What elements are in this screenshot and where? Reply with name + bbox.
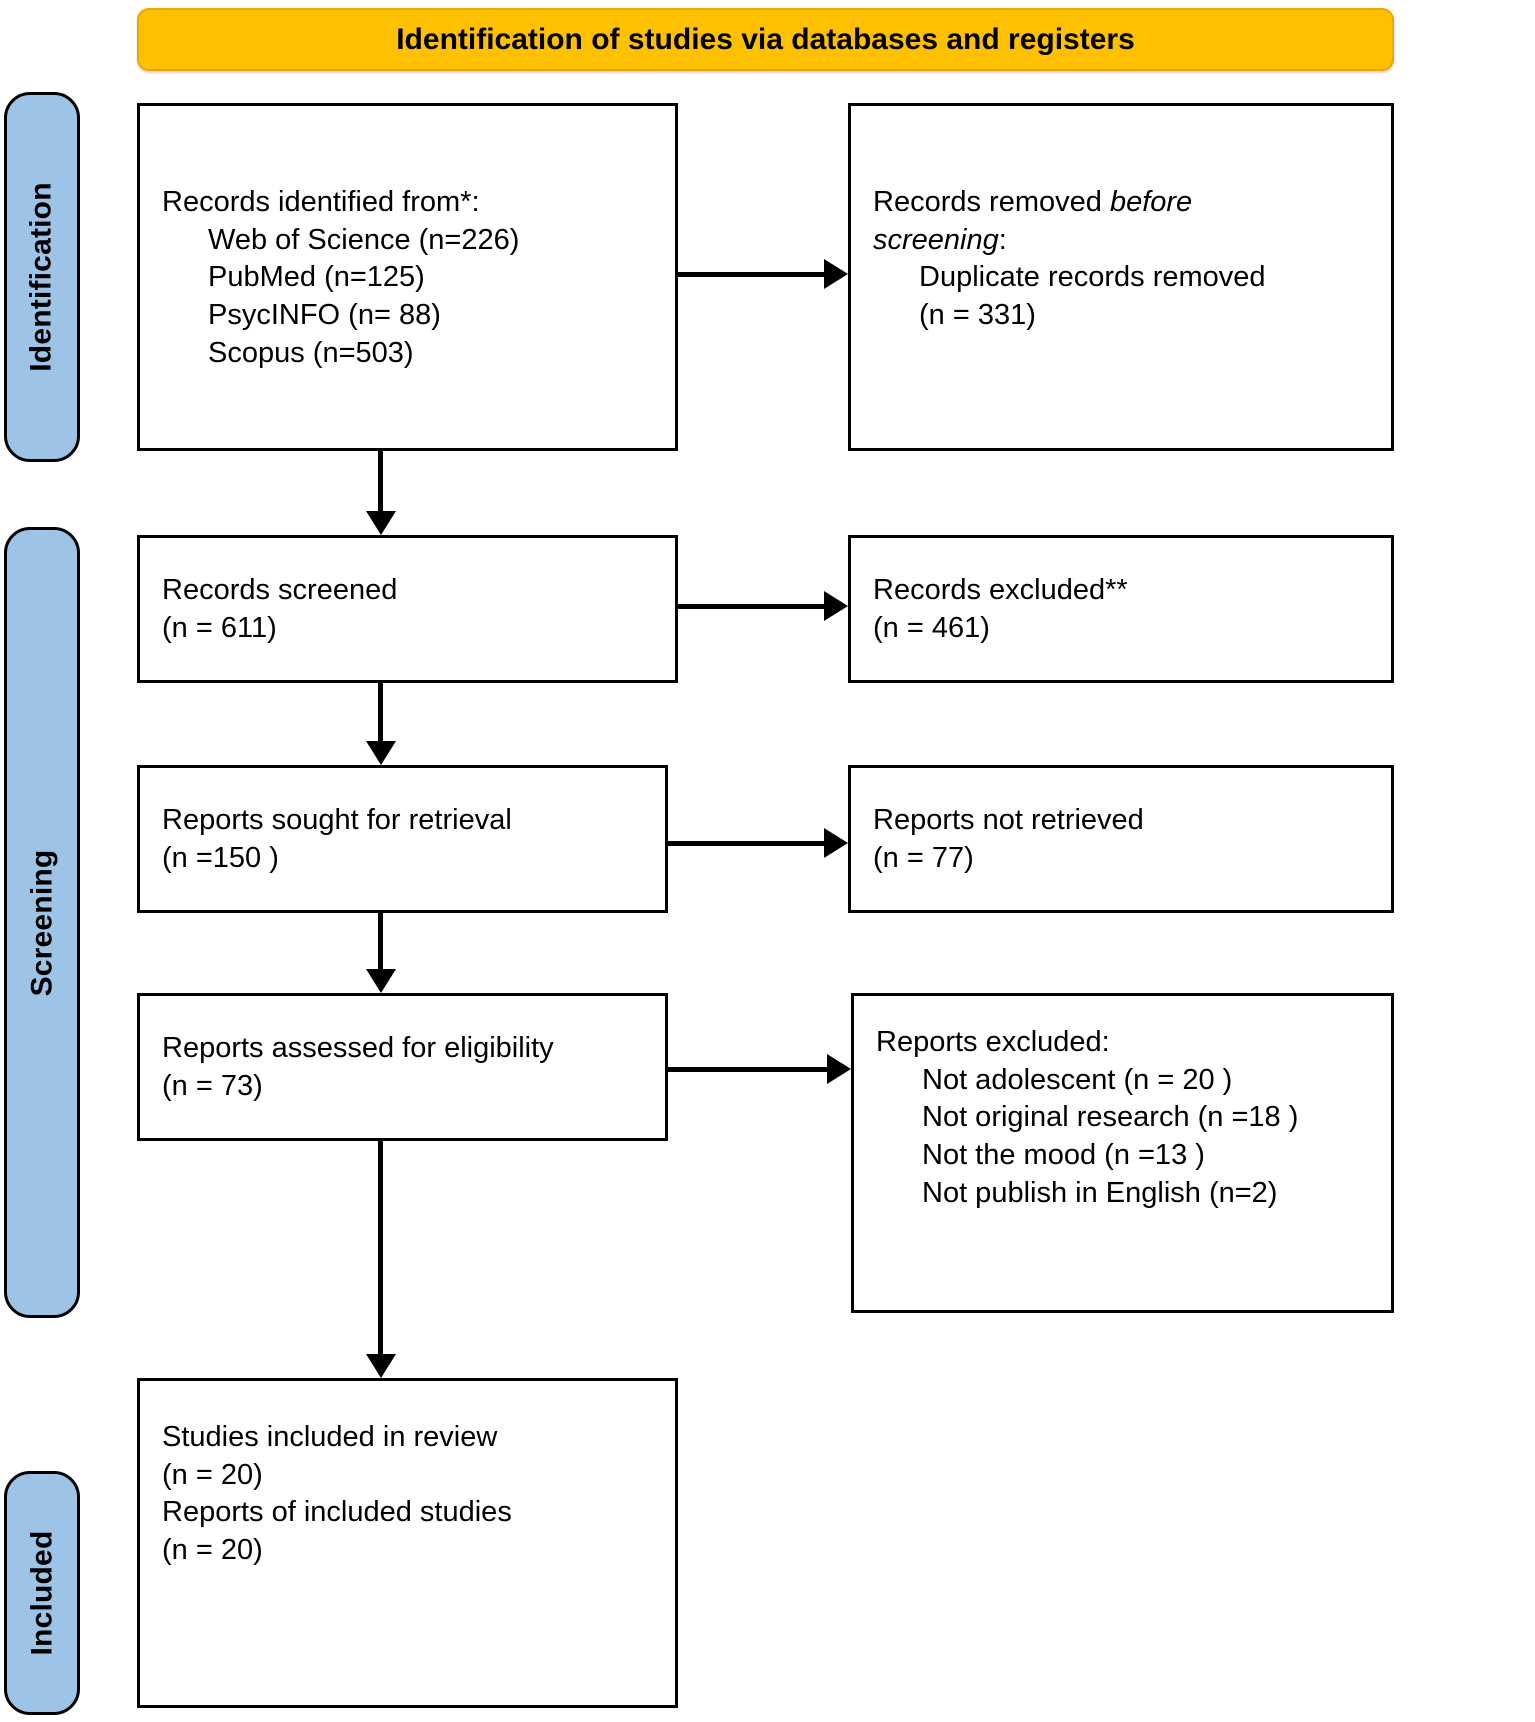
connector-screened-to-sought [378,683,383,741]
records-identified-line-2: PubMed (n=125) [208,261,425,294]
arrowhead-sought-to-assessed [366,969,396,993]
box-reports-sought: Reports sought for retrieval (n =150 ) [137,765,668,913]
reports-excluded-line-3: Not the mood (n =13 ) [922,1139,1205,1172]
records-removed-line-1-italic: screening [873,223,999,256]
reports-not-retrieved-line-0: Reports not retrieved [873,804,1144,836]
reports-not-retrieved-line-1: (n = 77) [873,841,974,874]
arrowhead-screened-to-excluded [824,591,848,621]
arrowhead-assessed-to-reports-excluded [827,1054,851,1084]
records-screened-line-0: Records screened [162,574,398,606]
studies-included-line-1: (n = 20) [162,1458,263,1491]
records-screened-line-1: (n = 611) [162,611,277,644]
stage-label-included-text: Included [25,1530,59,1656]
stage-label-identification-text: Identification [25,182,58,372]
studies-included-line-2: Reports of included studies [162,1496,512,1529]
connector-identified-to-removed [678,272,824,277]
connector-sought-to-not-retrieved [668,841,824,846]
header-banner: Identification of studies via databases … [137,8,1394,71]
records-removed-line-2: Duplicate records removed [919,261,1266,294]
records-removed-line-0-italic: before [1109,186,1193,218]
records-removed-line-1: screening: [873,222,1381,260]
box-records-identified: Records identified from*: Web of Science… [137,103,678,451]
records-identified-line-4: Scopus (n=503) [208,336,414,369]
records-excluded-line-1: (n = 461) [873,611,990,644]
reports-excluded-line-0: Reports excluded: [876,1026,1110,1058]
arrowhead-sought-to-not-retrieved [824,828,848,858]
connector-assessed-to-reports-excluded [668,1067,827,1072]
studies-included-line-3: (n = 20) [162,1534,263,1567]
records-excluded-line-0: Records excluded** [873,574,1128,606]
reports-excluded-line-4: Not publish in English (n=2) [922,1176,1278,1209]
records-removed-line-1-plain: : [998,223,1007,256]
reports-sought-line-0: Reports sought for retrieval [162,804,512,836]
records-identified-line-1: Web of Science (n=226) [208,223,520,256]
connector-identified-to-screened [378,451,383,511]
arrowhead-assessed-to-studies-included [366,1354,396,1378]
reports-assessed-line-0: Reports assessed for eligibility [162,1032,554,1064]
box-records-screened: Records screened (n = 611) [137,535,678,683]
box-records-excluded: Records excluded** (n = 461) [848,535,1394,683]
stage-label-identification: Identification [4,92,80,462]
arrowhead-identified-to-screened [366,511,396,535]
records-removed-line-0-plain: Records removed [873,186,1110,218]
records-removed-line-3: (n = 331) [919,299,1036,332]
records-removed-line-0: Records removed before [873,184,1381,222]
studies-included-line-0: Studies included in review [162,1421,498,1453]
reports-excluded-line-2: Not original research (n =18 ) [922,1101,1299,1134]
box-reports-excluded: Reports excluded: Not adolescent (n = 20… [851,993,1394,1313]
box-records-removed: Records removed before screening: Duplic… [848,103,1394,451]
stage-label-included: Included [4,1471,80,1715]
stage-label-screening-text: Screening [25,849,59,996]
box-studies-included: Studies included in review (n = 20) Repo… [137,1378,678,1708]
header-banner-title: Identification of studies via databases … [396,22,1135,56]
records-identified-line-0: Records identified from*: [162,186,480,218]
reports-sought-line-1: (n =150 ) [162,841,279,874]
box-reports-assessed: Reports assessed for eligibility (n = 73… [137,993,668,1141]
connector-assessed-to-studies-included [378,1141,383,1354]
records-identified-line-3: PsycINFO (n= 88) [208,299,441,332]
arrowhead-identified-to-removed [824,259,848,289]
arrowhead-screened-to-sought [366,741,396,765]
reports-assessed-line-1: (n = 73) [162,1069,263,1102]
box-reports-not-retrieved: Reports not retrieved (n = 77) [848,765,1394,913]
stage-label-screening: Screening [4,527,80,1318]
connector-sought-to-assessed [378,913,383,969]
reports-excluded-line-1: Not adolescent (n = 20 ) [922,1063,1233,1096]
connector-screened-to-excluded [678,604,824,609]
